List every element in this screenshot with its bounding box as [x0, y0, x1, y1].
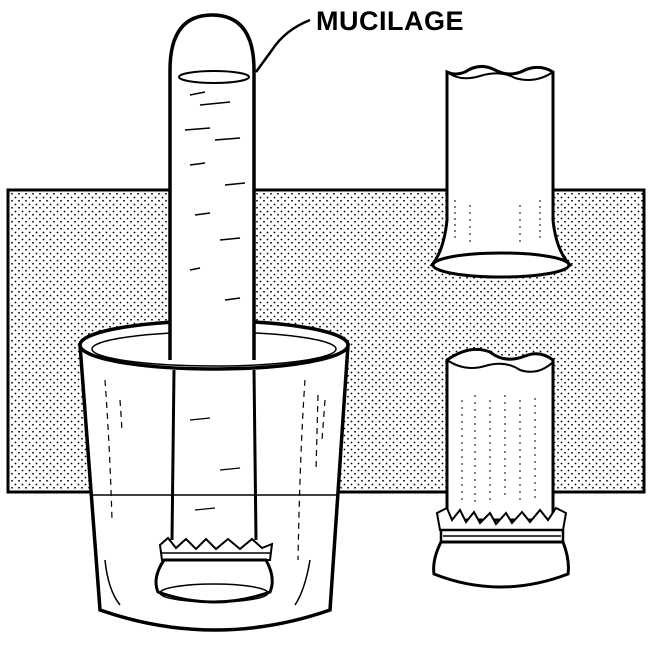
- mucilage-label: MUCILAGE: [254, 6, 464, 73]
- upper-right-tube: [429, 65, 573, 279]
- lower-right-tube-with-membrane: [432, 347, 570, 589]
- leader-line: [254, 18, 311, 73]
- water-beaker: [78, 319, 350, 632]
- mucilage-label-text: MUCILAGE: [316, 6, 464, 36]
- central-test-tube: [154, 13, 274, 604]
